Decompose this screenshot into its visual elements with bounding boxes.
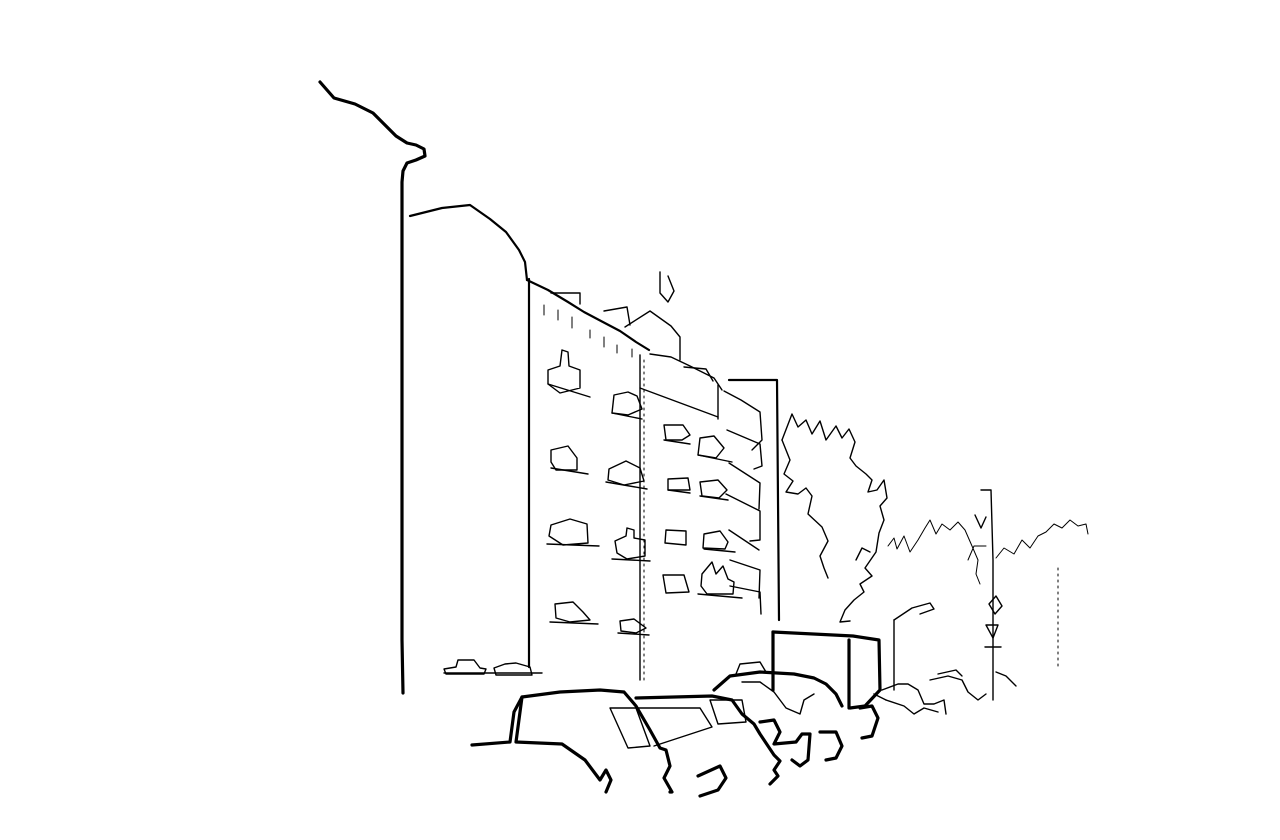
parked-cars-row: [858, 669, 1017, 740]
foreground-car-3: [712, 661, 844, 768]
tree-left: [781, 413, 888, 623]
apartment-building: [408, 203, 781, 681]
traffic-sign-pole: [974, 489, 1003, 701]
foreground-car-2: [609, 694, 782, 798]
tree-right: [887, 519, 1089, 585]
distant-cars: [443, 659, 543, 676]
street-lamp: [893, 602, 935, 691]
box-truck: [771, 630, 882, 710]
foreground-car-1: [470, 688, 674, 794]
building-balconies: [546, 349, 743, 636]
left-building-outline: [318, 80, 427, 695]
